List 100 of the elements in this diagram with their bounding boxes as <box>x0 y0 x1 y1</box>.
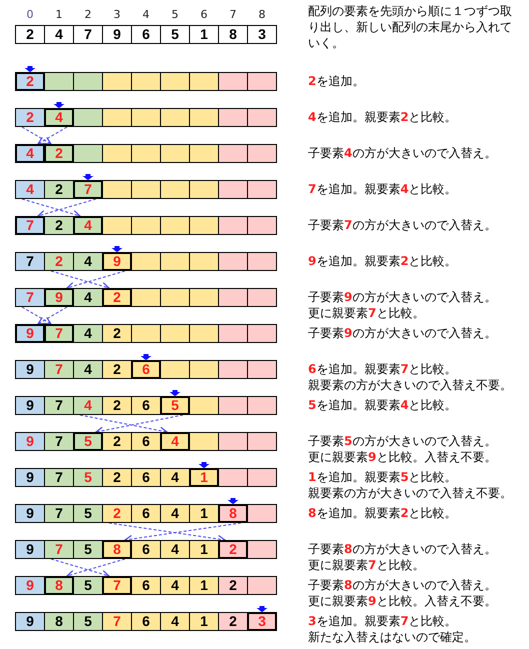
array-cell: 7 <box>44 540 74 559</box>
array-cell <box>218 288 248 307</box>
dashed-arrow <box>66 558 126 578</box>
index-number: 4 <box>142 8 150 21</box>
array-cell: 5 <box>160 25 190 44</box>
array-cell: 4 <box>160 468 190 487</box>
array-cell: 2 <box>102 324 132 343</box>
array-cell: 2 <box>44 180 74 199</box>
array-cell: 8 <box>102 540 132 559</box>
step-note: 6を追加。親要素7と比較。親要素の方が大きいので入替え不要。 <box>308 361 513 393</box>
step-note: 子要素8の方が大きいので入替え。更に親要素9と比較。入替え不要。 <box>308 577 498 609</box>
array-cell <box>218 144 248 163</box>
array-cell <box>218 216 248 235</box>
array-cell <box>189 216 219 235</box>
array-cell <box>131 252 161 271</box>
array-cell: 2 <box>102 288 132 307</box>
array-cell <box>131 144 161 163</box>
array-cell: 2 <box>44 144 74 163</box>
array-cell: 5 <box>73 468 103 487</box>
array-cell <box>189 72 219 91</box>
array-cell: 2 <box>15 72 45 91</box>
array-cell: 6 <box>131 396 161 415</box>
array-cell <box>44 72 74 91</box>
down-arrow <box>198 462 210 468</box>
down-arrow <box>54 102 64 108</box>
array-cell <box>189 432 219 451</box>
array-cell <box>160 144 190 163</box>
array-cell <box>247 540 277 559</box>
array-cell: 4 <box>160 540 190 559</box>
array-cell: 8 <box>218 25 248 44</box>
array-cell <box>131 72 161 91</box>
array-cell <box>189 396 219 415</box>
array-cell: 9 <box>15 576 45 595</box>
array-cell: 9 <box>15 504 45 523</box>
array-cell: 7 <box>44 432 74 451</box>
array-cell <box>189 324 219 343</box>
array-cell <box>160 288 190 307</box>
array-cell <box>247 72 277 91</box>
array-cell <box>218 72 248 91</box>
step-note: 8を追加。親要素2と比較。 <box>308 505 457 521</box>
array-cell: 1 <box>189 25 219 44</box>
array-cell: 7 <box>44 324 74 343</box>
array-cell <box>189 288 219 307</box>
array-cell: 7 <box>44 504 74 523</box>
index-number: 7 <box>230 8 236 21</box>
array-cell: 4 <box>73 396 103 415</box>
dashed-arrow <box>50 558 110 578</box>
array-cell <box>160 360 190 379</box>
index-number: 0 <box>26 8 34 21</box>
array-cell: 7 <box>102 612 132 631</box>
array-cell <box>131 108 161 127</box>
array-cell: 9 <box>15 612 45 631</box>
array-cell: 6 <box>131 468 161 487</box>
array-cell: 7 <box>73 180 103 199</box>
array-cell <box>218 432 248 451</box>
array-cell <box>247 324 277 343</box>
array-cell: 9 <box>102 25 132 44</box>
dashed-arrow <box>37 306 68 325</box>
array-cell: 1 <box>189 468 219 487</box>
array-cell <box>131 324 161 343</box>
array-cell: 9 <box>15 324 45 343</box>
array-cell <box>247 360 277 379</box>
array-cell: 6 <box>131 25 161 44</box>
array-cell: 3 <box>247 25 277 44</box>
array-cell: 7 <box>73 25 103 44</box>
array-cell: 6 <box>131 504 161 523</box>
array-cell: 2 <box>218 540 248 559</box>
down-arrow <box>228 498 238 504</box>
array-cell <box>160 72 190 91</box>
index-number: 3 <box>114 8 120 21</box>
array-cell: 6 <box>131 432 161 451</box>
array-cell: 1 <box>189 576 219 595</box>
array-cell <box>131 288 161 307</box>
array-cell: 2 <box>102 432 132 451</box>
array-cell <box>102 72 132 91</box>
array-cell <box>218 252 248 271</box>
step-note: 5を追加。親要素4と比較。 <box>308 397 457 413</box>
step-note: 4を追加。親要素2と比較。 <box>308 109 457 125</box>
array-cell <box>189 144 219 163</box>
array-cell <box>247 468 277 487</box>
array-cell <box>160 324 190 343</box>
array-cell: 8 <box>218 504 248 523</box>
array-cell <box>131 180 161 199</box>
array-cell <box>160 108 190 127</box>
step-note: 子要素4の方が大きいので入替え。 <box>308 145 496 161</box>
dashed-arrow <box>37 198 96 218</box>
array-cell: 2 <box>218 612 248 631</box>
step-note: 2を追加。 <box>308 73 364 89</box>
index-number: 8 <box>258 8 266 21</box>
array-cell <box>189 108 219 127</box>
array-cell <box>189 252 219 271</box>
array-cell: 2 <box>44 252 74 271</box>
array-cell <box>247 504 277 523</box>
array-cell <box>102 216 132 235</box>
array-cell <box>247 144 277 163</box>
array-cell: 4 <box>160 504 190 523</box>
array-cell <box>73 72 103 91</box>
array-cell: 4 <box>160 612 190 631</box>
array-cell <box>160 216 190 235</box>
array-cell <box>218 360 248 379</box>
